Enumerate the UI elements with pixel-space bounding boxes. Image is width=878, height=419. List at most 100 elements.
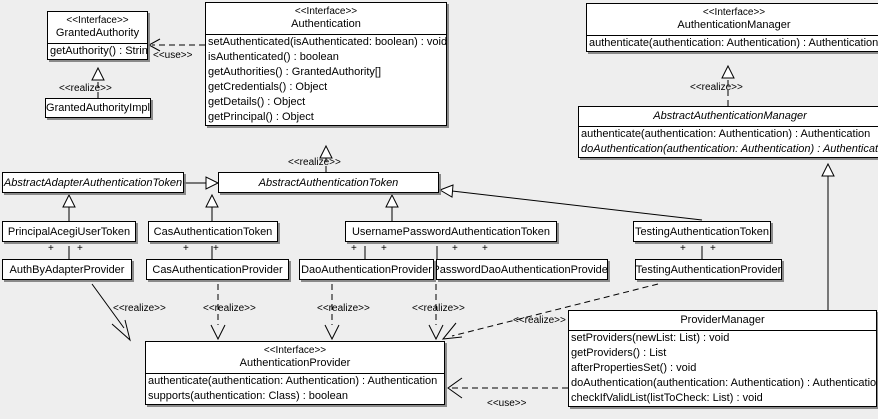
operation-item: authenticate(authentication: Authenticat…: [148, 375, 438, 387]
class-box-principal-acegi-user-token[interactable]: PrincipalAcegiUserToken: [2, 221, 136, 242]
class-box-testing-authentication-provider[interactable]: TestingAuthenticationProvider: [635, 259, 782, 280]
multiplicity-marker: +: [680, 243, 686, 254]
compartment-divider: [587, 35, 878, 36]
class-box-auth-by-adapter-provider[interactable]: AuthByAdapterProvider: [2, 259, 132, 280]
class-box-granted-authority[interactable]: <<Interface>> GrantedAuthority getAuthor…: [47, 11, 148, 60]
operations-compartment: authenticate(authentication: Authenticat…: [579, 127, 878, 157]
edge-providermanager-uses-authenticationprovider: [447, 377, 568, 399]
multiplicity-marker: +: [48, 243, 54, 254]
operation-item: checkIfValidList(listToCheck: List) : vo…: [571, 392, 763, 404]
stereotype-label: <<Interface>>: [263, 345, 327, 356]
compartment-divider: [206, 34, 446, 35]
class-box-authentication[interactable]: <<Interface>> Authentication setAuthenti…: [205, 2, 447, 126]
multiplicity-marker: +: [710, 243, 716, 254]
class-name: TestingAuthenticationToken: [635, 225, 769, 238]
class-name: PasswordDaoAuthenticationProvider: [436, 263, 608, 276]
operation-item: setAuthenticated(isAuthenticated: boolea…: [208, 36, 447, 48]
class-box-abstract-authentication-manager[interactable]: AbstractAuthenticationManager authentica…: [578, 106, 878, 158]
operations-compartment: authenticate(authentication: Authenticat…: [146, 374, 444, 404]
edge-label-realize-abstractauthenticationmanager: <<realize>>: [690, 82, 743, 93]
class-name: TestingAuthenticationProvider: [635, 263, 782, 276]
multiplicity-marker: +: [482, 243, 488, 254]
edge-label-use-providermanager-authenticationprovider: <<use>>: [487, 398, 527, 409]
edge-label-realize-grantedauthorityimpl: <<realize>>: [59, 83, 112, 94]
stereotype-label: <<Interface>>: [294, 6, 358, 17]
class-box-username-password-authentication-token[interactable]: UsernamePasswordAuthenticationToken: [345, 221, 557, 242]
operation-item: authenticate(authentication: Authenticat…: [581, 128, 871, 140]
multiplicity-marker: +: [77, 243, 83, 254]
compartment-divider: [569, 330, 876, 331]
edge-casauthenticationtoken-generalizes-abstractauthenticationtoken: [205, 193, 219, 221]
edge-label-realize-casauthenticationprovider: <<realize>>: [203, 303, 256, 314]
class-name: AbstractAuthenticationManager: [653, 110, 807, 122]
operation-item: getAuthority() : String: [50, 45, 148, 57]
class-name: UsernamePasswordAuthenticationToken: [351, 225, 551, 238]
class-name: Authentication: [291, 18, 361, 30]
operation-item: getProviders() : List: [571, 347, 667, 359]
operation-item: getAuthorities() : GrantedAuthority[]: [208, 66, 382, 78]
class-box-dao-authentication-provider[interactable]: DaoAuthenticationProvider: [299, 259, 434, 280]
operations-compartment: authenticate(authentication: Authenticat…: [587, 36, 878, 51]
class-header: <<Interface>> AuthenticationProvider: [146, 342, 444, 373]
class-box-password-dao-authentication-provider[interactable]: PasswordDaoAuthenticationProvider: [436, 259, 608, 280]
edge-testingauthenticationtoken-generalizes-abstractauthenticationtoken: [438, 184, 703, 221]
operation-item: getCredentials() : Object: [208, 81, 328, 93]
multiplicity-marker: +: [183, 243, 189, 254]
stereotype-label: <<Interface>>: [702, 7, 766, 18]
class-name: AbstractAuthenticationToken: [258, 176, 399, 189]
operation-item: afterPropertiesSet() : void: [571, 362, 697, 374]
class-name: AuthenticationManager: [677, 19, 791, 31]
class-name: AbstractAdapterAuthenticationToken: [3, 176, 183, 189]
class-header: <<Interface>> GrantedAuthority: [48, 12, 147, 43]
edge-label-use-authentication-grantedauthority: <<use>>: [153, 50, 193, 61]
operation-item: doAuthentication(authentication: Authent…: [581, 143, 878, 155]
operation-item: isAuthenticated() : boolean: [208, 51, 339, 63]
edge-principalacegiusertoken-generalizes-abstractadapter: [62, 193, 76, 221]
operation-item: setProviders(newList: List) : void: [571, 332, 730, 344]
compartment-divider: [48, 43, 147, 44]
class-box-cas-authentication-token[interactable]: CasAuthenticationToken: [148, 221, 278, 242]
multiplicity-marker: +: [351, 243, 357, 254]
class-header: ProviderManager: [569, 311, 876, 330]
class-name: CasAuthenticationToken: [153, 225, 273, 238]
edge-label-realize-authbyadapterprovider: <<realize>>: [113, 303, 166, 314]
class-header: <<Interface>> Authentication: [206, 3, 446, 34]
class-header: AbstractAuthenticationManager: [579, 107, 878, 126]
multiplicity-marker: +: [452, 243, 458, 254]
class-box-provider-manager[interactable]: ProviderManager setProviders(newList: Li…: [568, 310, 877, 407]
class-box-cas-authentication-provider[interactable]: CasAuthenticationProvider: [146, 259, 289, 280]
operations-compartment: getAuthority() : String: [48, 44, 147, 59]
operation-item: getPrincipal() : Object: [208, 111, 314, 123]
compartment-divider: [146, 373, 444, 374]
class-name: CasAuthenticationProvider: [152, 263, 283, 276]
operation-item: supports(authentication: Class) : boolea…: [148, 390, 348, 402]
class-header: <<Interface>> AuthenticationManager: [587, 4, 878, 35]
edge-providermanager-generalizes-abstractauthenticationmanager: [821, 162, 835, 310]
multiplicity-marker: +: [381, 243, 387, 254]
class-box-authentication-manager[interactable]: <<Interface>> AuthenticationManager auth…: [586, 3, 878, 52]
operations-compartment: setProviders(newList: List) : void getPr…: [569, 331, 876, 406]
edge-label-realize-passworddaoauthenticationprovider: <<realize>>: [412, 303, 465, 314]
multiplicity-marker: +: [213, 243, 219, 254]
class-name: PrincipalAcegiUserToken: [7, 225, 131, 238]
operation-item: doAuthentication(authentication: Authent…: [571, 377, 877, 389]
class-name: DaoAuthenticationProvider: [301, 263, 432, 276]
edge-usernamepasswordtoken-generalizes-abstractauthenticationtoken: [385, 193, 399, 221]
edge-label-realize-testingauthenticationprovider: <<realize>>: [513, 315, 566, 326]
class-box-abstract-authentication-token[interactable]: AbstractAuthenticationToken: [218, 172, 439, 193]
edge-label-realize-daoauthenticationprovider: <<realize>>: [317, 303, 370, 314]
edge-label-realize-abstractauthenticationtoken: <<realize>>: [288, 157, 341, 168]
class-name: GrantedAuthority: [55, 27, 140, 39]
compartment-divider: [579, 126, 878, 127]
operation-item: getDetails() : Object: [208, 96, 306, 108]
operation-item: authenticate(authentication: Authenticat…: [589, 37, 878, 49]
stereotype-label: <<Interface>>: [66, 15, 129, 26]
class-box-abstract-adapter-authentication-token[interactable]: AbstractAdapterAuthenticationToken: [2, 172, 184, 193]
class-box-authentication-provider[interactable]: <<Interface>> AuthenticationProvider aut…: [145, 341, 445, 405]
class-box-granted-authority-impl[interactable]: GrantedAuthorityImpl: [45, 98, 151, 118]
class-name: ProviderManager: [680, 314, 765, 326]
operations-compartment: setAuthenticated(isAuthenticated: boolea…: [206, 35, 446, 125]
class-box-testing-authentication-token[interactable]: TestingAuthenticationToken: [633, 221, 771, 242]
edge-abstractadapter-generalizes-abstractauthenticationtoken: [184, 176, 220, 190]
